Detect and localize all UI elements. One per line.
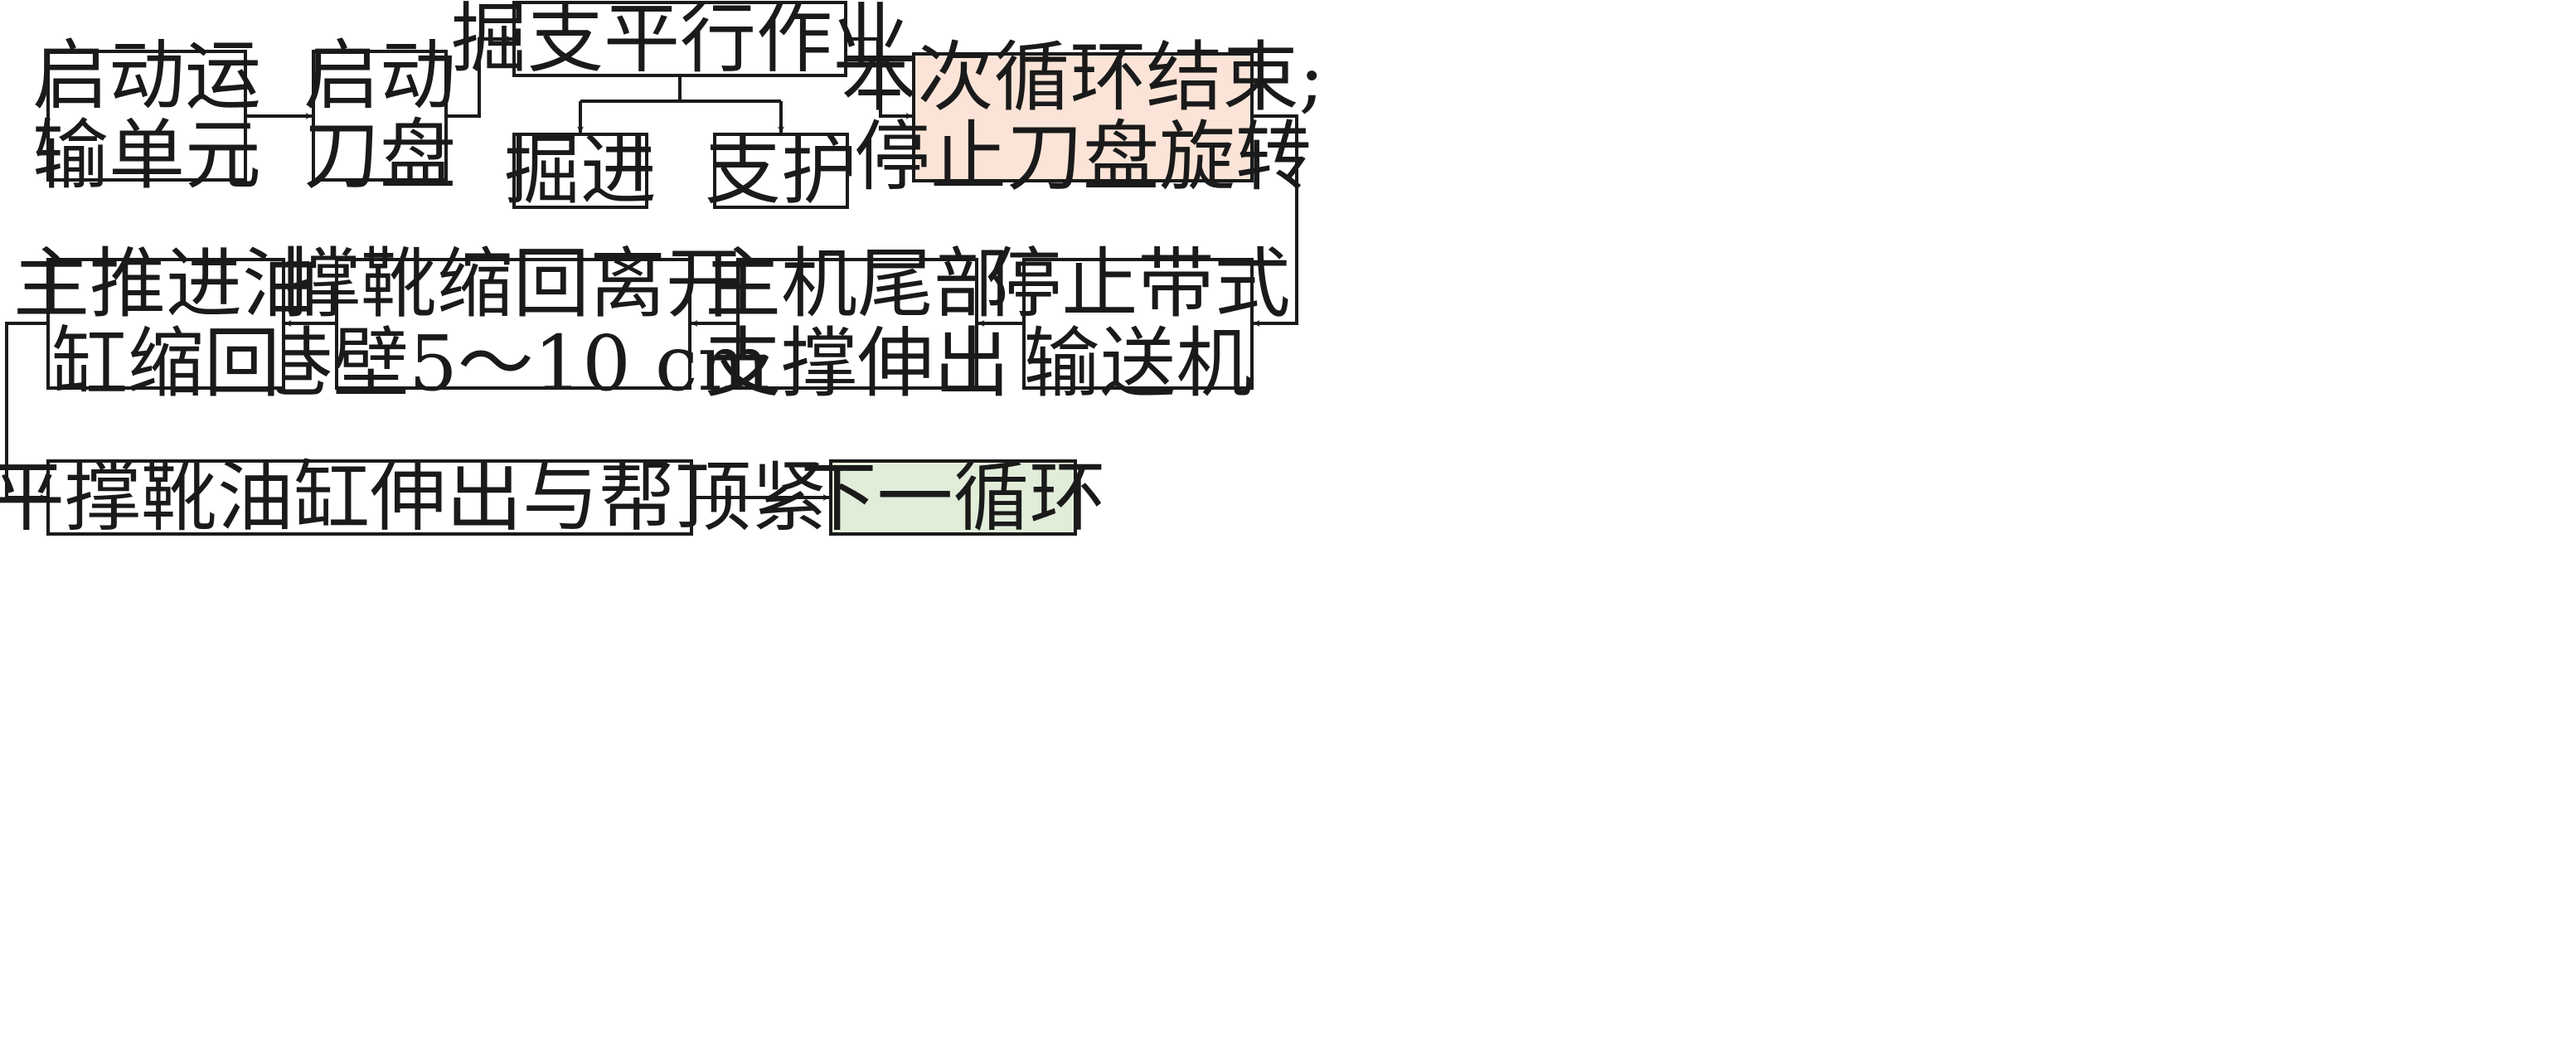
node-label-line: 支撑伸出 <box>705 319 1010 408</box>
node-next-cycle: 下一循环 <box>800 454 1105 542</box>
node-label-line: 下一循环 <box>800 454 1105 542</box>
node-label-line: 停止带式 <box>985 240 1290 328</box>
node-box <box>512 1 847 77</box>
node-label-line: 支护 <box>705 127 857 216</box>
node-box <box>335 258 691 390</box>
node-box <box>46 50 247 182</box>
node-box <box>736 258 978 390</box>
arrow-cutter-to-parallel <box>446 36 513 118</box>
node-support: 支护 <box>705 127 857 216</box>
node-label-line: 刀盘 <box>303 111 456 200</box>
node-box <box>46 258 285 390</box>
arrow-cylinder-to-extend <box>5 322 48 501</box>
node-label-line: 启动 <box>303 32 456 120</box>
node-label-line: 本次循环结束; <box>842 33 1325 122</box>
node-box <box>829 459 1077 536</box>
node-label-line: 停止刀盘旋转 <box>854 113 1312 201</box>
node-label-line: 输送机 <box>1023 319 1252 408</box>
node-label-line: 启动运 <box>32 32 261 120</box>
node-box <box>512 133 648 209</box>
node-label-line: 缸缩回 <box>51 319 280 408</box>
node-cycle-end: 本次循环结束;停止刀盘旋转 <box>842 33 1325 201</box>
boxes: 启动运输单元启动刀盘掘支平行作业掘进支护本次循环结束;停止刀盘旋转停止带式输送机… <box>0 0 1325 542</box>
node-label-line: 巷壁5～10 cm <box>256 319 770 408</box>
node-label-line: 掘进 <box>504 127 657 216</box>
node-excavation: 掘进 <box>504 127 657 216</box>
node-label-line: 输单元 <box>32 111 261 200</box>
node-label-line: 撑靴缩回离开 <box>284 240 742 328</box>
node-label-line: 主推进油 <box>13 240 318 328</box>
node-box <box>1022 258 1254 390</box>
node-parallel-op: 掘支平行作业 <box>451 0 909 84</box>
node-box <box>713 133 849 209</box>
node-box <box>46 459 693 536</box>
connectors <box>5 36 1298 501</box>
node-label-line: 主机尾部 <box>705 240 1010 328</box>
arrow-parallel-to-end <box>846 37 913 119</box>
node-box <box>312 50 448 182</box>
arrow-end-to-stop-conveyor <box>1252 114 1298 327</box>
node-box <box>912 52 1254 182</box>
node-shoe-extend: 水平撑靴油缸伸出与帮顶紧 <box>0 454 827 542</box>
node-label-line: 掘支平行作业 <box>451 0 909 84</box>
node-label-line: 水平撑靴油缸伸出与帮顶紧 <box>0 454 827 542</box>
